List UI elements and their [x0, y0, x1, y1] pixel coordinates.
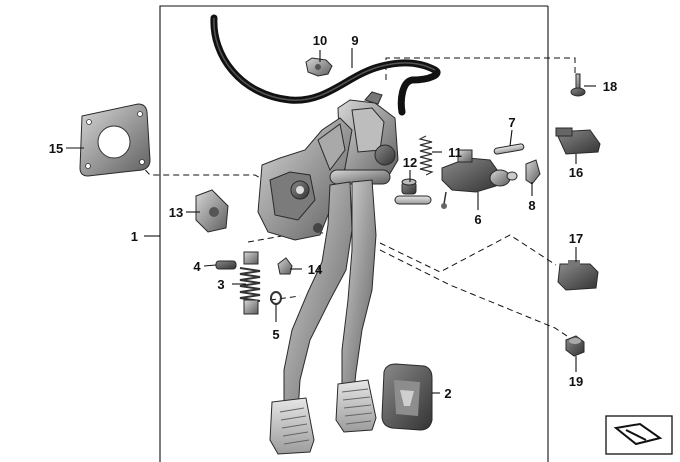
callout-2: 2 — [444, 386, 451, 401]
washer — [270, 291, 282, 305]
pivot-shaft — [329, 169, 432, 205]
clutch-master-cylinder — [441, 149, 518, 209]
callout-15: 15 — [49, 141, 63, 156]
callout-14: 14 — [308, 262, 323, 277]
master-cylinder — [337, 91, 399, 183]
sensor-bracket — [195, 189, 229, 233]
callout-3: 3 — [217, 277, 224, 292]
clutch-pedal — [269, 181, 353, 455]
callout-4: 4 — [193, 259, 201, 274]
callout-6: 6 — [474, 212, 481, 227]
callout-12: 12 — [403, 155, 417, 170]
callout-19: 19 — [569, 374, 583, 389]
screw — [570, 73, 586, 97]
pedal-pad-cover — [381, 363, 433, 431]
callout-13: 13 — [169, 205, 183, 220]
callout-1: 1 — [131, 229, 138, 244]
connector — [557, 260, 599, 291]
callout-18: 18 — [603, 79, 617, 94]
pedal-switch — [555, 127, 601, 155]
callout-11: 11 — [448, 145, 462, 160]
clip — [525, 159, 541, 185]
callout-5: 5 — [272, 327, 279, 342]
callout-9: 9 — [351, 33, 358, 48]
nut — [565, 335, 585, 357]
parts-catalog-view-icon[interactable] — [605, 415, 673, 455]
pin — [493, 143, 525, 155]
hose-clip — [305, 57, 333, 77]
callout-7: 7 — [508, 115, 515, 130]
callout-labels: 1 2 3 4 5 6 7 8 9 10 11 12 13 14 15 16 1… — [49, 33, 617, 401]
leader-lines — [66, 48, 596, 394]
bushing — [401, 178, 417, 195]
callout-16: 16 — [569, 165, 583, 180]
callout-17: 17 — [569, 231, 583, 246]
spring-strut — [239, 251, 261, 315]
return-spring — [418, 135, 434, 176]
brake-pedal — [335, 179, 377, 433]
callout-8: 8 — [528, 198, 535, 213]
bolt — [215, 260, 237, 270]
assembly-bracket — [159, 5, 548, 462]
gasket — [79, 103, 151, 177]
callout-10: 10 — [313, 33, 327, 48]
retaining-clip — [277, 257, 293, 275]
